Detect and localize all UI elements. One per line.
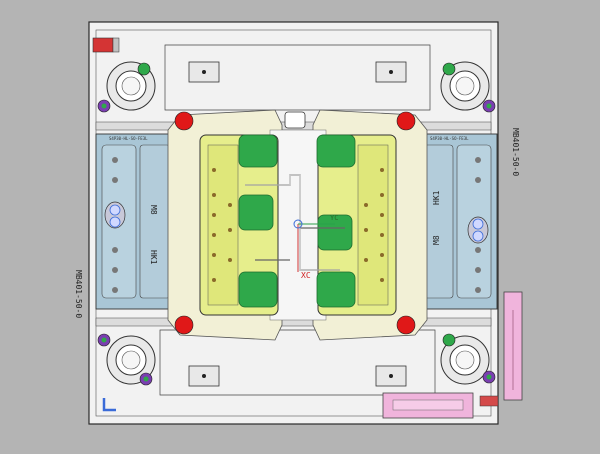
- red-pin-top-right: [396, 111, 416, 131]
- plate-code-bottom-left: MB401-50-0: [74, 270, 83, 318]
- bolt-set-bottom-right: [442, 333, 496, 384]
- red-pin-top-left: [174, 111, 194, 131]
- block-name-right: HK1: [432, 190, 441, 205]
- coord-label-yc: YC: [330, 214, 338, 222]
- block-name-left: HK1: [149, 250, 158, 265]
- small-text-top-left: S4P30-HL-SO-FE3L: [109, 136, 148, 141]
- pink-attachment: [382, 291, 523, 419]
- green-part-left-2: [238, 194, 274, 231]
- plate-code-top-right: MB401-50-0: [511, 128, 520, 176]
- block-code-left: M8: [149, 205, 158, 215]
- guide-bushing-bottom-left: [106, 335, 156, 385]
- guide-bushing-bottom-right: [440, 335, 490, 385]
- coordinate-origin-icon: [293, 219, 335, 272]
- coord-label-xc: XC: [301, 271, 311, 280]
- bolt-set-bottom-left: [97, 333, 153, 386]
- green-part-right-1: [316, 134, 356, 168]
- insert-pins-right: [364, 168, 384, 282]
- red-tab: [92, 37, 114, 53]
- left-side-block: [95, 133, 175, 310]
- small-text-top-right: S4P30-HL-SO-FE3L: [430, 136, 469, 141]
- guide-bushing-top-right: [440, 61, 490, 111]
- l-bracket-icon: [102, 398, 116, 412]
- red-pins: [174, 111, 416, 335]
- red-pin-bottom-right: [396, 315, 416, 335]
- block-code-right: M8: [432, 235, 441, 245]
- green-part-right-3: [316, 271, 356, 308]
- insert-pins-left: [212, 168, 232, 282]
- green-part-left-3: [238, 271, 278, 308]
- bolt-set-top-right: [442, 62, 496, 113]
- runner-lines-inner: [245, 174, 340, 271]
- top-frame-inner: [164, 44, 431, 111]
- right-side-block: [418, 133, 498, 310]
- green-part-left-1: [238, 134, 278, 168]
- bolt-set-top-left: [97, 62, 151, 113]
- red-pin-bottom-left: [174, 315, 194, 335]
